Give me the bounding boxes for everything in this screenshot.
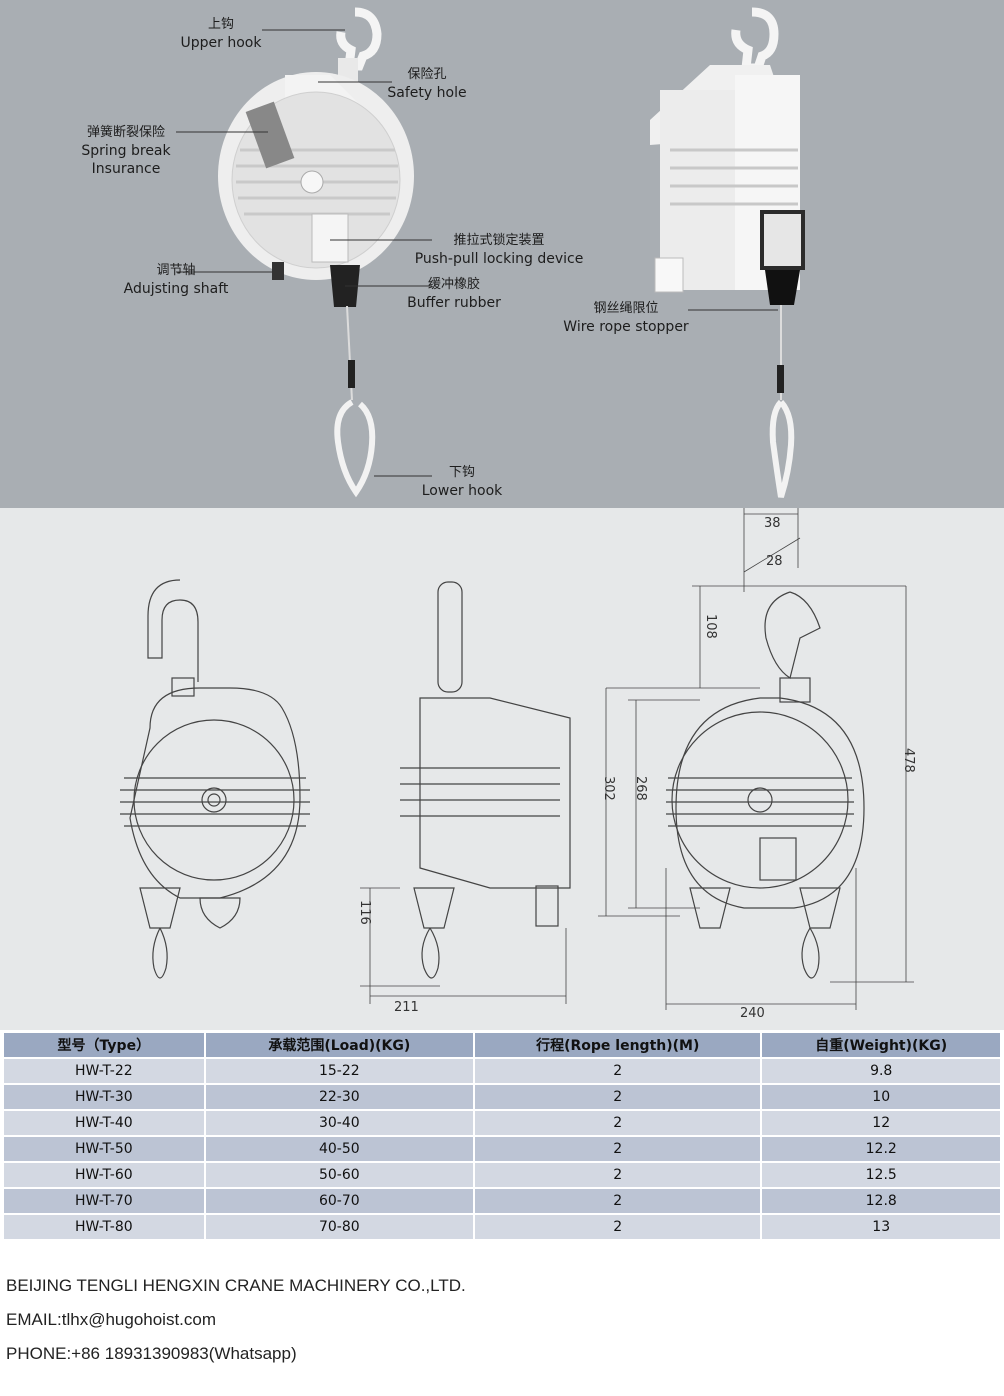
- dim-211: 211: [394, 1000, 419, 1015]
- cell-weight: 13: [762, 1215, 1000, 1239]
- callout-safety-hole-zh: 保险孔: [407, 67, 447, 82]
- table-row: HW-T-40 30-40 2 12: [4, 1111, 1000, 1135]
- callout-buffer-rubber: 缓冲橡胶 Buffer rubber: [404, 276, 504, 312]
- dim-116: 116: [357, 900, 372, 925]
- dim-28: 28: [766, 554, 783, 569]
- cell-type: HW-T-40: [4, 1111, 204, 1135]
- company-info: BEIJING TENGLI HENGXIN CRANE MACHINERY C…: [6, 1272, 466, 1374]
- cell-weight: 10: [762, 1085, 1000, 1109]
- header-weight: 自重(Weight)(KG): [762, 1033, 1000, 1057]
- cell-weight: 12: [762, 1111, 1000, 1135]
- callout-push-pull-en: Push-pull locking device: [414, 251, 584, 267]
- cell-rope-length: 2: [475, 1189, 761, 1213]
- callout-upper-hook: 上钩 Upper hook: [178, 16, 264, 52]
- cell-load: 60-70: [205, 1189, 474, 1213]
- product-photo-panel: 上钩 Upper hook 保险孔 Safety hole 弹簧断裂保险 Spr…: [0, 0, 1004, 508]
- callout-spring-break-zh: 弹簧断裂保险: [86, 125, 165, 140]
- technical-drawing: [120, 508, 914, 1010]
- balancer-front-photo: [218, 7, 414, 498]
- dim-38: 38: [764, 516, 781, 531]
- cell-rope-length: 2: [475, 1137, 761, 1161]
- table-row: HW-T-80 70-80 2 13: [4, 1215, 1000, 1239]
- table-row: HW-T-50 40-50 2 12.2: [4, 1137, 1000, 1161]
- cell-load: 40-50: [205, 1137, 474, 1161]
- callout-safety-hole: 保险孔 Safety hole: [384, 66, 470, 102]
- cell-load: 15-22: [205, 1059, 474, 1083]
- callout-safety-hole-en: Safety hole: [387, 85, 467, 101]
- drawing-front-view: [120, 579, 310, 979]
- callout-lower-hook-zh: 下钩: [448, 465, 475, 480]
- product-photo-illustration: [176, 7, 805, 498]
- callout-buffer-rubber-en: Buffer rubber: [407, 295, 501, 311]
- cell-weight: 9.8: [762, 1059, 1000, 1083]
- dim-108: 108: [703, 614, 718, 639]
- company-phone[interactable]: PHONE:+86 18931390983(Whatsapp): [6, 1344, 297, 1363]
- company-name: BEIJING TENGLI HENGXIN CRANE MACHINERY C…: [6, 1276, 466, 1295]
- cell-weight: 12.5: [762, 1163, 1000, 1187]
- callout-wire-rope-stopper-en: Wire rope stopper: [563, 319, 689, 335]
- callout-push-pull-zh: 推拉式锁定装置: [453, 233, 545, 248]
- table-row: HW-T-70 60-70 2 12.8: [4, 1189, 1000, 1213]
- cell-rope-length: 2: [475, 1111, 761, 1135]
- callout-buffer-rubber-zh: 缓冲橡胶: [427, 277, 480, 292]
- callout-adjusting-shaft-en: Adujsting shaft: [123, 281, 229, 297]
- cell-rope-length: 2: [475, 1059, 761, 1083]
- cell-load: 70-80: [205, 1215, 474, 1239]
- callout-push-pull: 推拉式锁定装置 Push-pull locking device: [414, 232, 584, 268]
- cell-rope-length: 2: [475, 1085, 761, 1109]
- callout-spring-break-en: Spring break Insurance: [81, 143, 171, 177]
- table-row: HW-T-60 50-60 2 12.5: [4, 1163, 1000, 1187]
- cell-type: HW-T-70: [4, 1189, 204, 1213]
- callout-wire-rope-stopper-zh: 钢丝绳限位: [593, 301, 659, 316]
- cell-load: 30-40: [205, 1111, 474, 1135]
- callout-adjusting-shaft: 调节轴 Adujsting shaft: [120, 262, 232, 298]
- cell-type: HW-T-50: [4, 1137, 204, 1161]
- cell-weight: 12.2: [762, 1137, 1000, 1161]
- cell-type: HW-T-22: [4, 1059, 204, 1083]
- callout-leader-lines: [176, 29, 778, 477]
- callout-lower-hook-en: Lower hook: [421, 483, 503, 499]
- table-row: HW-T-30 22-30 2 10: [4, 1085, 1000, 1109]
- cell-weight: 12.8: [762, 1189, 1000, 1213]
- spec-table: 型号（Type） 承载范围(Load)(KG) 行程(Rope length)(…: [2, 1031, 1002, 1241]
- cell-rope-length: 2: [475, 1215, 761, 1239]
- cell-type: HW-T-80: [4, 1215, 204, 1239]
- header-rope-length: 行程(Rope length)(M): [475, 1033, 761, 1057]
- dim-268: 268: [633, 776, 648, 801]
- dim-302: 302: [601, 776, 616, 801]
- dim-240: 240: [740, 1006, 765, 1021]
- callout-lower-hook: 下钩 Lower hook: [418, 464, 506, 500]
- header-type: 型号（Type）: [4, 1033, 204, 1057]
- company-email[interactable]: EMAIL:tlhx@hugohoist.com: [6, 1310, 217, 1329]
- spec-table-header-row: 型号（Type） 承载范围(Load)(KG) 行程(Rope length)(…: [4, 1033, 1000, 1057]
- dim-478: 478: [901, 748, 916, 773]
- callout-adjusting-shaft-zh: 调节轴: [156, 263, 196, 278]
- drawing-side-view: [360, 581, 571, 1004]
- cell-load: 22-30: [205, 1085, 474, 1109]
- header-load: 承载范围(Load)(KG): [205, 1033, 474, 1057]
- callout-upper-hook-zh: 上钩: [207, 17, 234, 32]
- cell-type: HW-T-60: [4, 1163, 204, 1187]
- cell-load: 50-60: [205, 1163, 474, 1187]
- cell-rope-length: 2: [475, 1163, 761, 1187]
- callout-upper-hook-en: Upper hook: [180, 35, 262, 51]
- callout-spring-break: 弹簧断裂保险 Spring break Insurance: [46, 124, 206, 178]
- technical-drawing-panel: 38 28 108 302 268 478 116 211 240: [0, 508, 1004, 1030]
- drawing-dimensioned-view: [598, 508, 914, 1010]
- cell-type: HW-T-30: [4, 1085, 204, 1109]
- table-row: HW-T-22 15-22 2 9.8: [4, 1059, 1000, 1083]
- callout-wire-rope-stopper: 钢丝绳限位 Wire rope stopper: [560, 300, 692, 336]
- balancer-side-photo: [650, 7, 805, 498]
